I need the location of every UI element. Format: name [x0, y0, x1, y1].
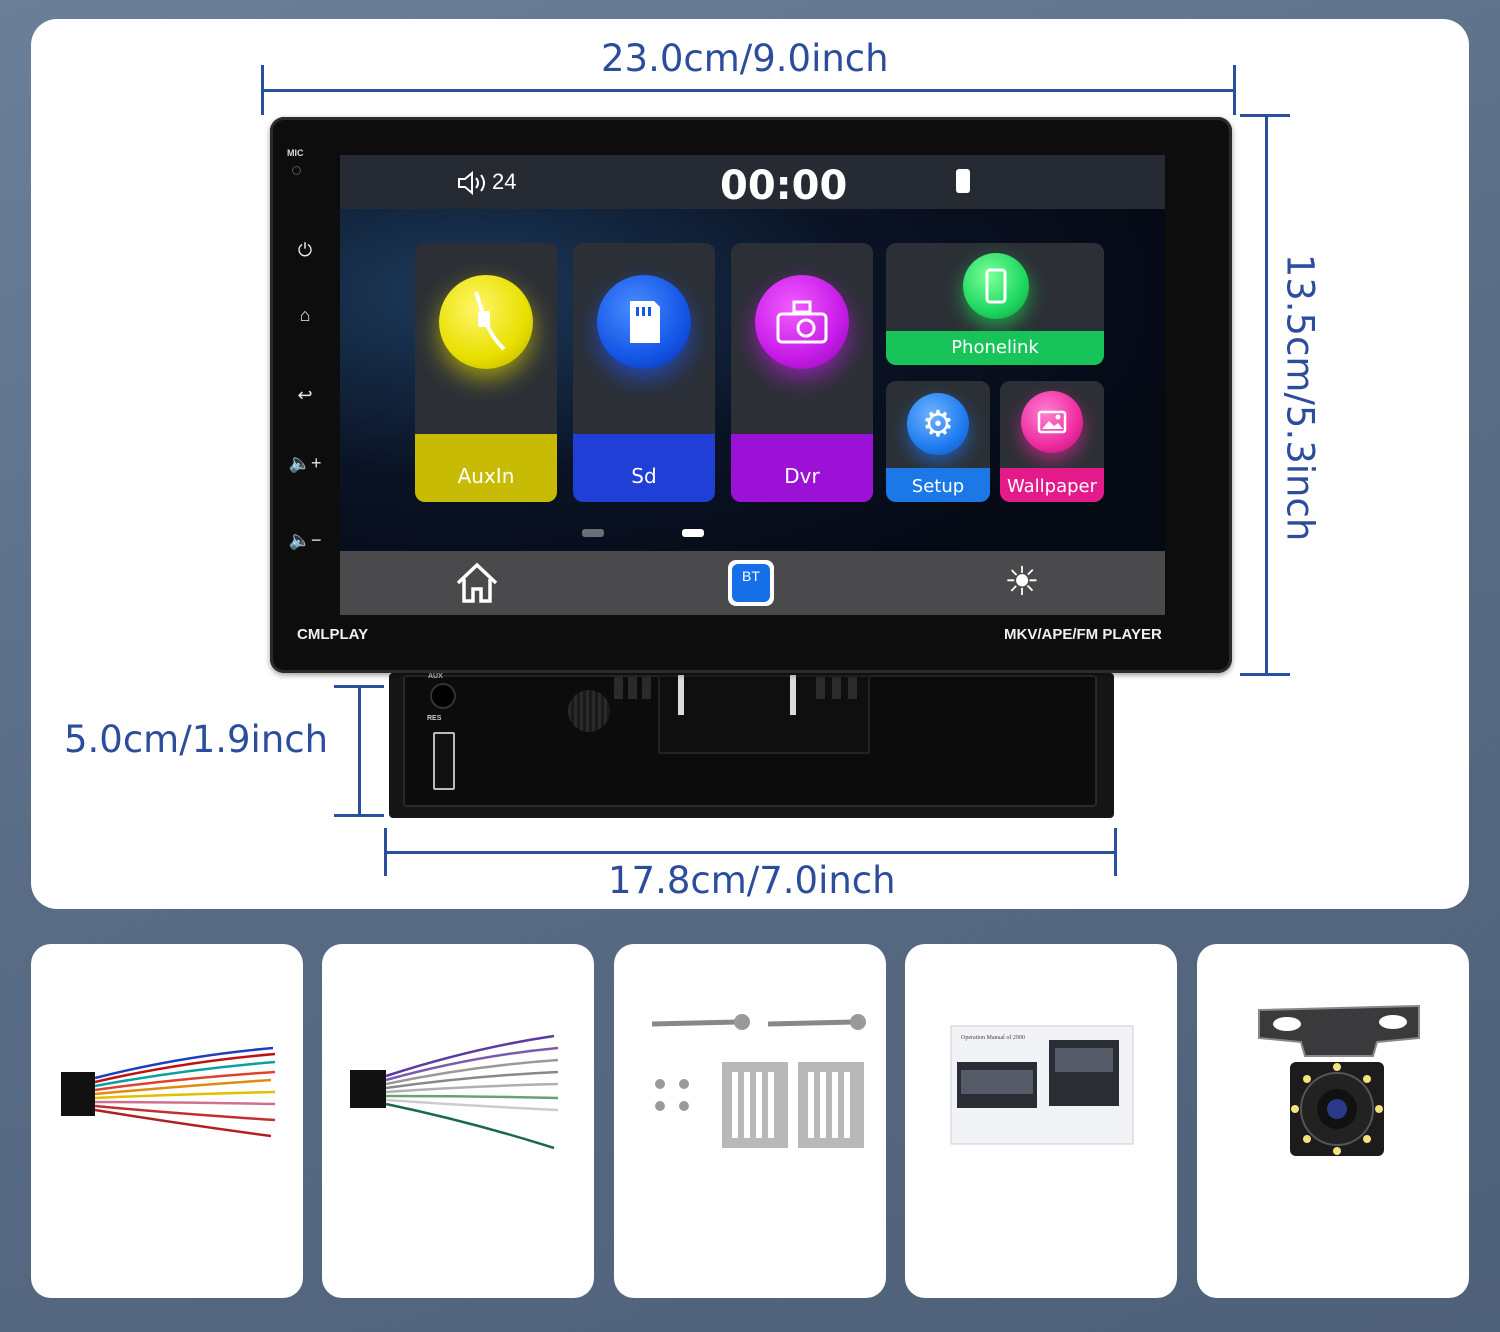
usb-port — [433, 732, 455, 790]
accessory-card-camera — [1197, 944, 1469, 1298]
app-tile-phonelink[interactable]: Phonelink — [886, 243, 1104, 365]
mounting-kit-icon — [651, 1014, 866, 1148]
aux-jack — [430, 683, 456, 709]
width-bottom-label: 17.8cm/7.0inch — [608, 859, 896, 902]
mic-icon — [292, 166, 301, 175]
depth-line — [358, 686, 361, 816]
app-tile-auxin[interactable]: AuxIn — [415, 243, 557, 502]
height-tick-top — [1240, 114, 1290, 117]
clock: 00:00 — [720, 163, 848, 209]
accessory-card-harness-2 — [322, 944, 594, 1298]
app-label-wallpaper: Wallpaper — [1000, 468, 1104, 502]
manual-title: Operation Manual of 2900 — [961, 1034, 1025, 1041]
vent — [816, 677, 825, 699]
power-icon[interactable]: ⏻ — [297, 240, 313, 260]
usb-icon — [956, 169, 970, 193]
display-screen: 24 00:00 AuxIn Sd Dvr Phonelink ⚙ Setup — [340, 155, 1165, 615]
image-icon — [1021, 391, 1083, 453]
bt-label: BT — [742, 568, 760, 584]
page-indicator-1[interactable] — [582, 529, 604, 537]
app-tile-dvr[interactable]: Dvr — [731, 243, 873, 502]
bluetooth-button[interactable]: BT — [728, 560, 774, 606]
volume-value: 24 — [492, 169, 517, 194]
brightness-icon[interactable]: ☀ — [1004, 560, 1040, 604]
height-line — [1265, 115, 1268, 675]
app-label-phonelink: Phonelink — [886, 331, 1104, 365]
manual-icon: Operation Manual of 2900 — [950, 1025, 1134, 1145]
width-bottom-tick-left — [384, 828, 387, 876]
wiring-harness-icon — [350, 1034, 559, 1150]
app-tile-sd[interactable]: Sd — [573, 243, 715, 502]
model-label: MKV/APE/FM PLAYER — [1004, 626, 1162, 643]
vent — [848, 677, 857, 699]
accessory-card-harness-1 — [31, 944, 303, 1298]
backup-camera-icon — [1258, 1004, 1420, 1156]
width-top-label: 23.0cm/9.0inch — [601, 37, 889, 80]
vent — [628, 677, 637, 699]
width-bottom-line — [385, 851, 1116, 854]
height-tick-bottom — [1240, 673, 1290, 676]
aux-cable-icon — [439, 275, 533, 369]
back-icon[interactable]: ↩ — [297, 385, 313, 405]
app-tile-setup[interactable]: ⚙ Setup — [886, 381, 990, 502]
brand-label: CMLPLAY — [297, 626, 369, 643]
res-label: RES — [427, 715, 442, 722]
mount-tab — [790, 675, 796, 715]
width-top-tick-left — [261, 65, 264, 115]
volume-down-icon[interactable]: 🔈− — [288, 530, 322, 550]
accessory-card-mounting-kit — [614, 944, 886, 1298]
home-icon[interactable] — [454, 561, 500, 610]
knob — [568, 690, 610, 732]
volume-up-icon[interactable]: 🔈+ — [288, 453, 322, 473]
app-label-setup: Setup — [886, 468, 990, 502]
vent — [832, 677, 841, 699]
app-tile-wallpaper[interactable]: Wallpaper — [1000, 381, 1104, 502]
app-label-auxin: AuxIn — [415, 434, 557, 502]
height-label: 13.5cm/5.3inch — [1278, 253, 1322, 542]
depth-label: 5.0cm/1.9inch — [64, 718, 329, 761]
app-label-dvr: Dvr — [731, 434, 873, 502]
dashcam-icon — [755, 275, 849, 369]
app-label-sd: Sd — [573, 434, 715, 502]
home-icon[interactable]: ⌂ — [299, 305, 311, 325]
bottom-bar: BT ☀ — [340, 551, 1165, 615]
width-bottom-tick-right — [1114, 828, 1117, 876]
bluetooth-icon: BT — [732, 564, 770, 602]
status-bar: 24 00:00 — [340, 155, 1165, 209]
width-top-line — [262, 89, 1235, 92]
volume-indicator[interactable]: 24 — [456, 169, 516, 196]
phone-icon — [963, 253, 1029, 319]
depth-tick-bottom — [334, 814, 384, 817]
sd-card-icon — [597, 275, 691, 369]
mic-label: MIC — [287, 148, 304, 158]
accessory-card-manual: Operation Manual of 2900 — [905, 944, 1177, 1298]
vent — [642, 677, 651, 699]
speaker-icon — [458, 171, 485, 196]
page-indicator-2[interactable] — [682, 529, 704, 537]
mount-tab — [678, 675, 684, 715]
wiring-harness-icon — [61, 1046, 276, 1138]
aux-label: AUX — [428, 673, 443, 680]
gear-icon: ⚙ — [907, 393, 969, 455]
depth-tick-top — [334, 685, 384, 688]
width-top-tick-right — [1233, 65, 1236, 115]
vent — [614, 677, 623, 699]
